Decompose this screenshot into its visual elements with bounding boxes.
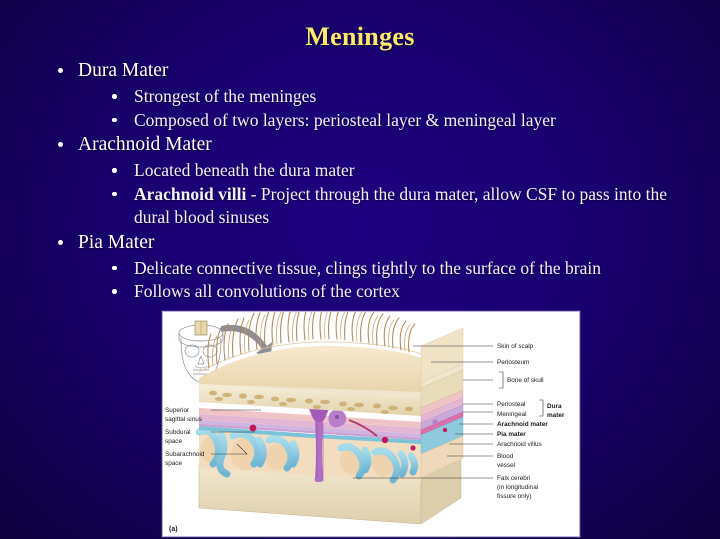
page-title: Meninges: [305, 22, 415, 51]
periosteal-dura-layer: [199, 408, 421, 428]
label-leader-lines-right: [353, 345, 493, 479]
label-subdural: Subdural: [165, 429, 191, 436]
scalp-layer: [199, 345, 421, 392]
list-item-label: Arachnoid Mater: [78, 134, 212, 155]
bullet-icon: [58, 68, 63, 73]
label-falx-note-2: fissure only): [497, 493, 531, 500]
label-periosteum: Periosteum: [497, 359, 529, 366]
figure-labels-left: Superior sagittal sinus Subdural space S…: [165, 407, 205, 467]
label-arachnoid-villus: Arachnoid villus: [497, 441, 542, 448]
bullet-icon: [58, 142, 63, 147]
label-bone-of-skull: Bone of skull: [507, 377, 544, 384]
label-vessel: vessel: [497, 462, 515, 469]
label-superior: Superior: [165, 407, 190, 414]
label-leader-lines-left: [211, 409, 261, 455]
list-item-label: Dura Mater: [78, 60, 169, 81]
bullet-icon: [112, 265, 117, 270]
label-sagittal-sinus: sagittal sinus: [165, 416, 202, 423]
meninges-diagram-figure: Skin of scalp Periosteum Bone of skull P…: [162, 311, 580, 537]
label-subarachnoid: Subarachnoid: [165, 451, 205, 458]
figure-caption: (a): [169, 526, 178, 533]
layer-edge-stack: [420, 327, 464, 479]
list-item: Follows all convolutions of the cortex: [98, 280, 686, 304]
blood-vessel-right: [442, 427, 448, 433]
label-dura-mater-second-line: mater: [547, 412, 565, 419]
bullet-icon: [112, 117, 117, 122]
outline-list: Dura Mater Strongest of the meninges Com…: [46, 58, 686, 304]
label-falx-note-1: (in longitudinal: [497, 484, 538, 491]
list-item: Composed of two layers: periosteal layer…: [98, 109, 686, 133]
label-blood: Blood: [497, 453, 514, 460]
label-arachnoid-mater: Arachnoid mater: [497, 421, 548, 428]
meninges-anatomy-illustration: Skin of scalp Periosteum Bone of skull P…: [165, 312, 565, 525]
list-item-label: Follows all convolutions of the cortex: [134, 281, 400, 301]
list-item: Pia Mater: [46, 230, 686, 256]
bullet-icon: [112, 168, 117, 173]
cerebral-cortex-band: [195, 427, 419, 484]
hair-strands: [207, 312, 416, 369]
label-meningeal: Meningeal: [497, 411, 527, 418]
list-item: Arachnoid villi - Project through the du…: [98, 183, 686, 230]
bullet-icon: [58, 239, 63, 245]
label-pia-mater: Pia mater: [497, 431, 526, 438]
skull-inset-icon: [178, 320, 224, 383]
label-dura: Dura: [547, 403, 562, 410]
label-falx-cerebri: Falx cerebri: [497, 475, 530, 482]
list-item-label: Delicate connective tissue, clings tight…: [134, 257, 601, 278]
dura-bracket: [539, 399, 544, 417]
label-subdural-space: space: [165, 438, 182, 445]
list-item: Dura Mater: [46, 58, 686, 84]
list-item: Located beneath the dura mater: [98, 159, 686, 183]
arachnoid-villus-right: [432, 419, 438, 425]
diploe-texture: [209, 390, 413, 414]
list-item-label: Composed of two layers: periosteal layer…: [134, 109, 556, 130]
list-item-label: Strongest of the meninges: [134, 86, 317, 106]
hair-strands-back: [212, 312, 411, 367]
list-item-label: - Project through the dura mater, allow …: [134, 183, 668, 228]
list-item-label: Located beneath the dura mater: [134, 160, 355, 180]
blood-vessels: [249, 424, 416, 451]
bone-bracket: [499, 371, 504, 389]
figure-labels-right: Skin of scalp Periosteum Bone of skull P…: [497, 343, 565, 500]
list-item: Strongest of the meninges: [98, 85, 686, 109]
list-item: Arachnoid Mater: [46, 132, 686, 158]
bullet-icon: [112, 94, 117, 99]
label-periosteal: Periosteal: [497, 401, 525, 408]
label-skin-of-scalp: Skin of scalp: [497, 343, 534, 350]
bullet-icon: [112, 289, 117, 294]
list-item-emphasis: Arachnoid villi: [134, 183, 247, 204]
list-item-label: Pia Mater: [78, 231, 155, 253]
bullet-icon: [112, 191, 117, 196]
label-subarachnoid-space: space: [165, 460, 182, 467]
list-item: Delicate connective tissue, clings tight…: [98, 257, 686, 281]
